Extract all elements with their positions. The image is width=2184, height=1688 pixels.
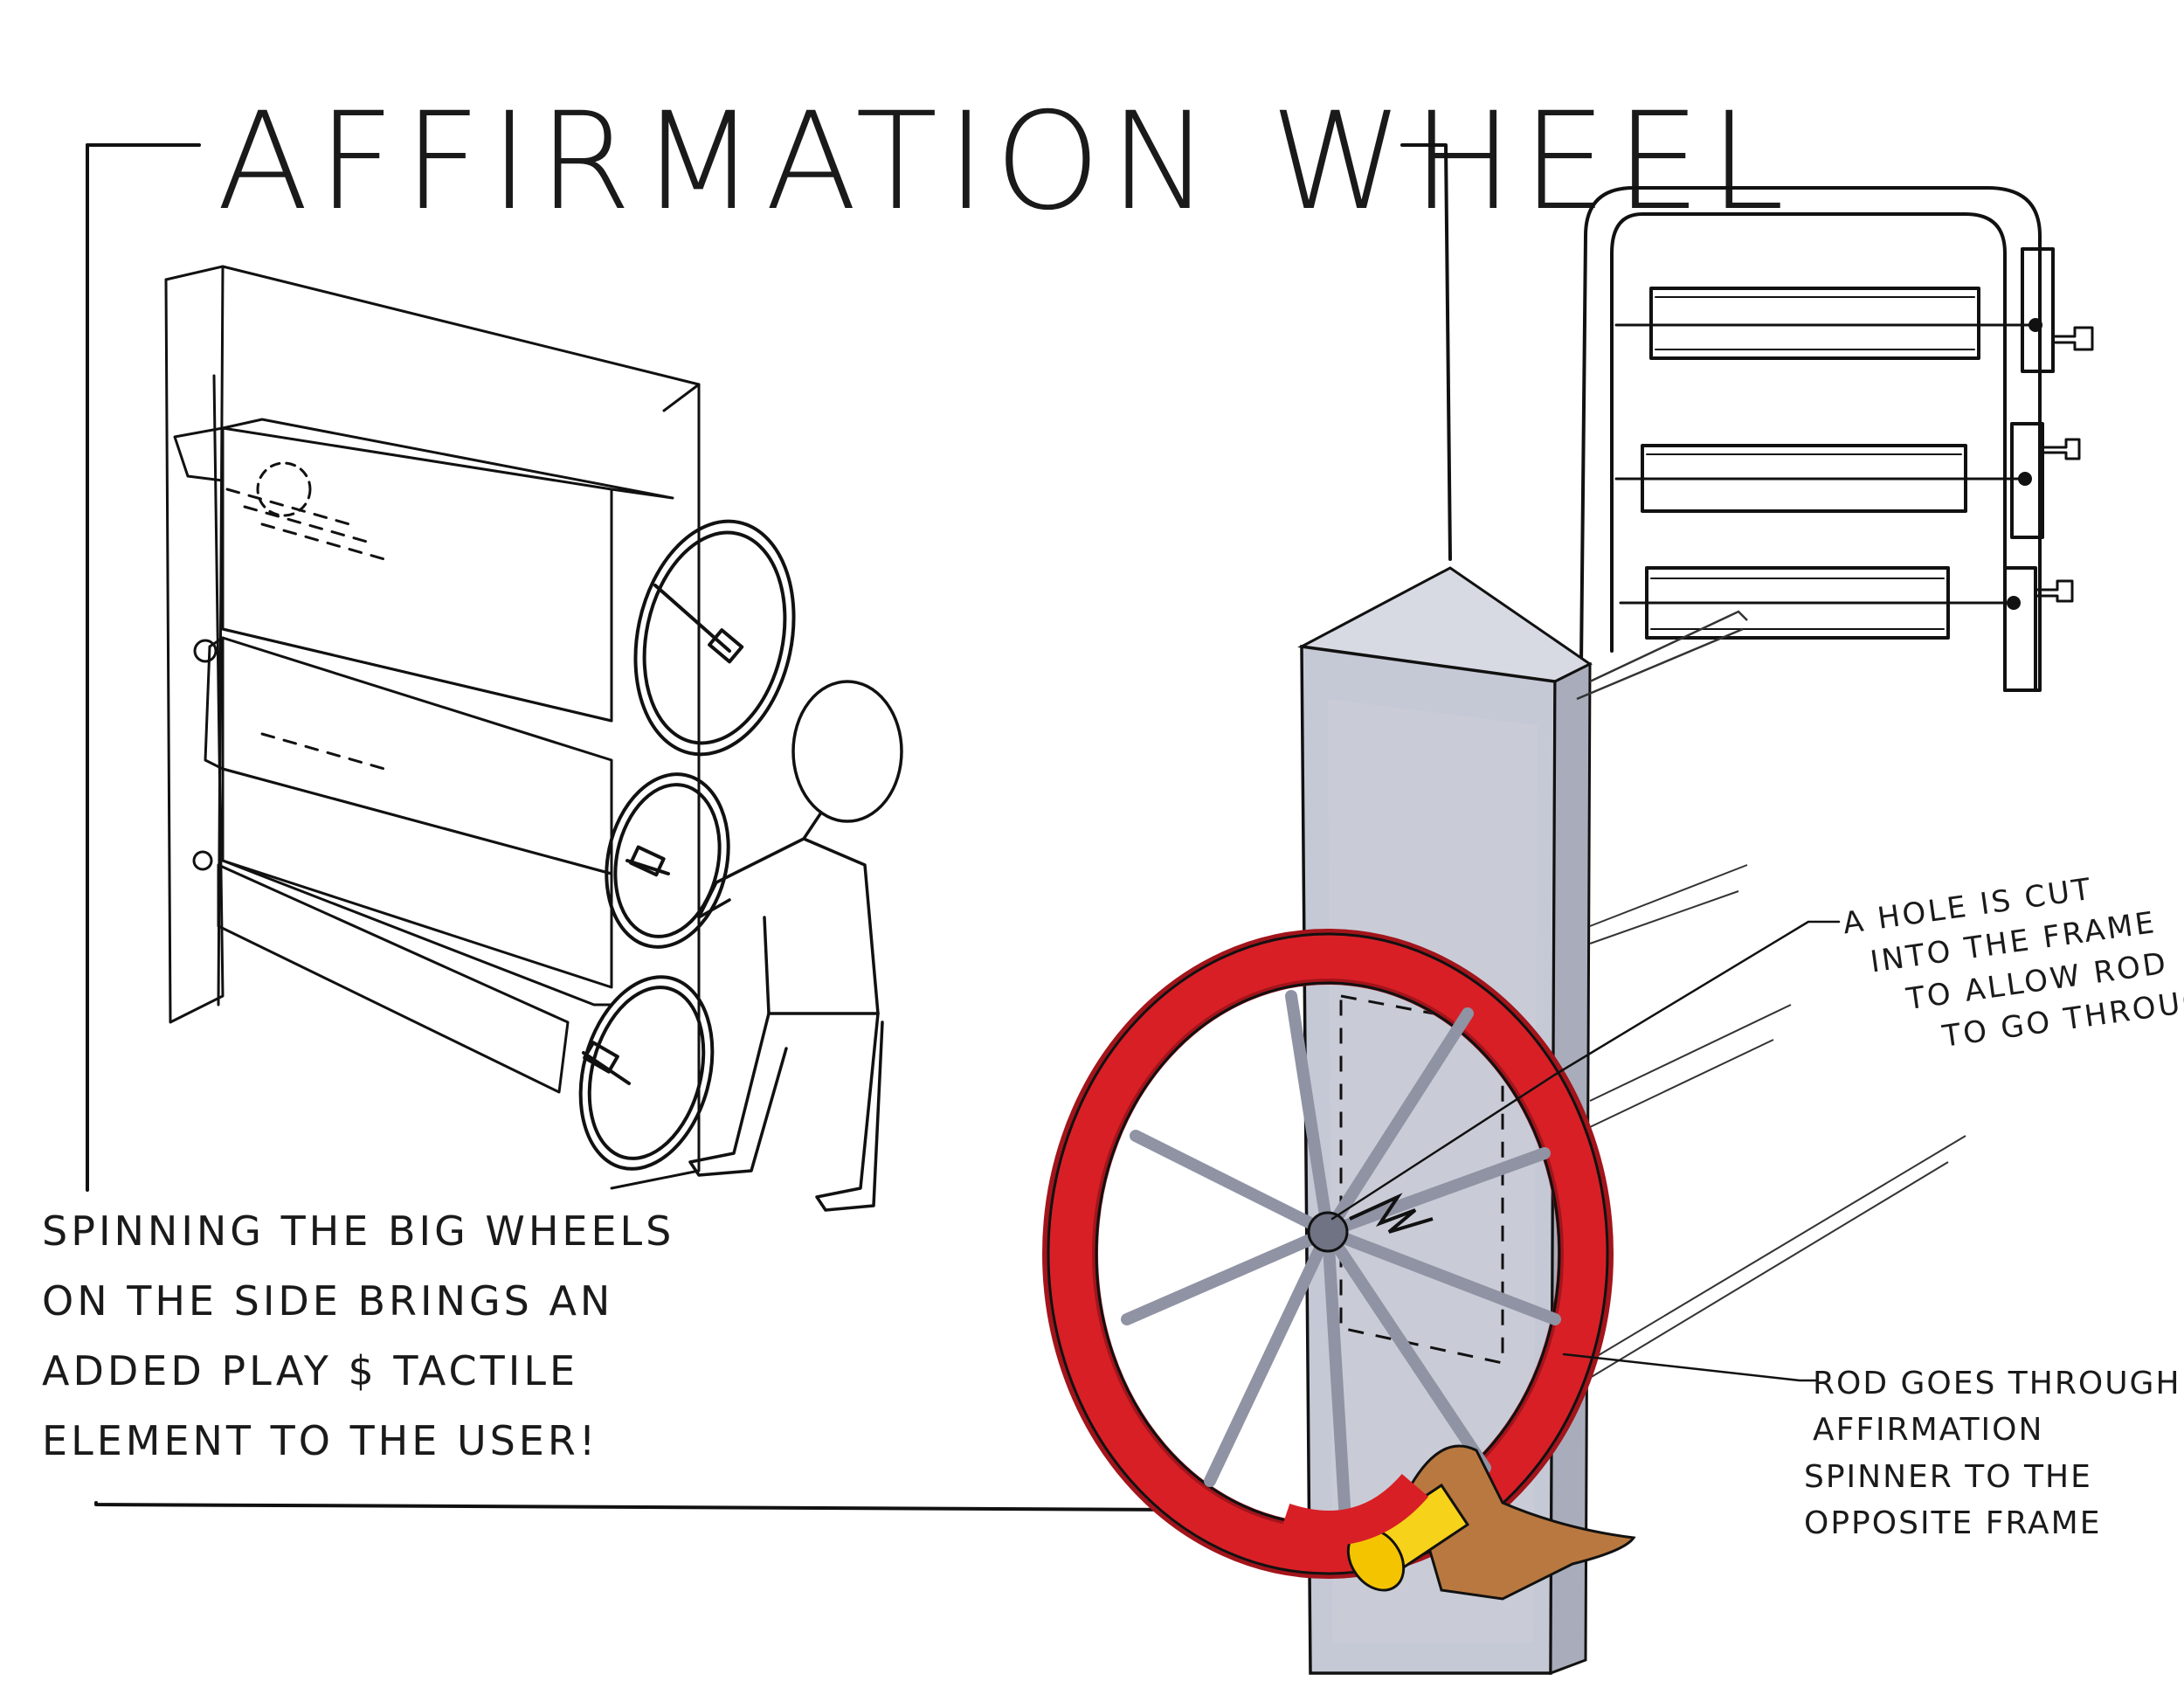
leader-lines (1330, 920, 1841, 1382)
callout-hole: A HOLE IS CUT INTO THE FRAME TO ALLOW RO… (1841, 872, 2184, 1055)
left-wheel-bottom (578, 975, 715, 1171)
title: AFFIRMATION WHEEL (217, 84, 1794, 240)
caption-line-3: ADDED PLAY $ TACTILE (42, 1347, 578, 1394)
callout-rod-line-4: OPPOSITE FRAME (1804, 1505, 2101, 1541)
caption-line-1: SPINNING THE BIG WHEELS (42, 1207, 674, 1255)
top-right-frame (1579, 186, 2094, 692)
person-figure (688, 680, 903, 1212)
callout-rod-line-3: SPINNER TO THE (1804, 1459, 2092, 1495)
left-sketch (164, 265, 701, 1190)
gray-frame-post (1297, 566, 1966, 1676)
left-wheel-middle (605, 772, 730, 949)
callout-rod-line-2: AFFIRMATION (1813, 1412, 2043, 1448)
red-affirmation-wheel (1042, 929, 1614, 1579)
hand-on-handle (1278, 1444, 1636, 1601)
left-border (86, 143, 1452, 1512)
caption-line-4: ELEMENT TO THE USER! (42, 1417, 598, 1464)
left-wheel-top (633, 519, 796, 757)
caption-line-2: ON THE SIDE BRINGS AN (42, 1277, 613, 1325)
callout-rod-line-1: ROD GOES THROUGH (1813, 1366, 2181, 1401)
callout-rod: ROD GOES THROUGH AFFIRMATION SPINNER TO … (1804, 1366, 2181, 1541)
caption: SPINNING THE BIG WHEELS ON THE SIDE BRIN… (42, 1207, 674, 1464)
